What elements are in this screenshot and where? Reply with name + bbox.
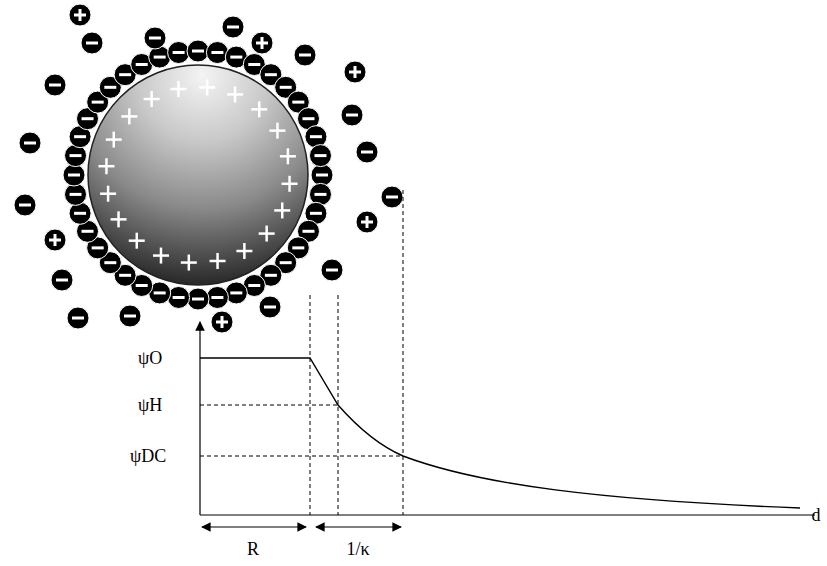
ion [311,164,333,186]
ion [309,183,331,205]
ion [168,42,190,64]
potential-curve [200,358,800,508]
ion [69,202,91,224]
surface-charge [129,233,145,249]
ion [44,74,66,96]
potential-plot [200,190,815,527]
ion [251,32,273,54]
particle-sphere [88,65,308,285]
ion [341,104,363,126]
ion [51,269,73,291]
ion [187,288,209,310]
ion [294,44,316,66]
potential-label: ψDC [130,447,166,465]
ion [309,145,331,167]
surface-charge [181,255,197,271]
ion [381,186,403,208]
ion [222,16,244,38]
surface-charge [280,148,296,164]
ion [119,305,141,327]
surface-charge [259,226,275,242]
x-axis [200,514,815,515]
ion [225,282,247,304]
surface-charge [236,243,252,259]
ions [14,4,403,333]
surface-charge [111,211,127,227]
surface-charge [170,81,186,97]
surface-charge [98,158,114,174]
radius-arrow [202,526,306,527]
surface-charge [269,123,285,139]
dimension-label: 1/κ [346,540,369,558]
surface-charge [282,176,298,192]
ion [206,42,228,64]
surface-charge [100,186,116,202]
dimension-label: R [247,540,259,558]
surface-charge [251,101,267,117]
ion [81,32,103,54]
ion [44,229,66,251]
surface-charge [227,86,243,102]
potential-label: ψH [138,396,162,414]
ion [168,286,190,308]
ion [19,132,41,154]
surface-charge [106,132,122,148]
surface-charge [274,202,290,218]
ion [14,194,36,216]
ion [305,126,327,148]
y-axis [199,322,200,515]
ion [144,27,166,49]
ion [321,259,343,281]
ion [356,211,378,233]
ion [206,286,228,308]
ion [63,164,85,186]
axis-label: d [812,506,821,524]
surface-charge [210,253,226,269]
surface-charge [199,79,215,95]
ion [187,40,209,62]
ion [149,46,171,68]
surface-charge [153,248,169,264]
ion [344,61,366,83]
ion [356,141,378,163]
potential-label: ψO [138,349,162,367]
ion [67,307,89,329]
surface-charge [144,91,160,107]
ion [259,296,281,318]
ion [69,4,91,26]
ion [211,311,233,333]
surface-charge [121,108,137,124]
ion [65,145,87,167]
debye-arrow [316,526,401,527]
surface-charges [98,79,297,270]
ion [65,183,87,205]
